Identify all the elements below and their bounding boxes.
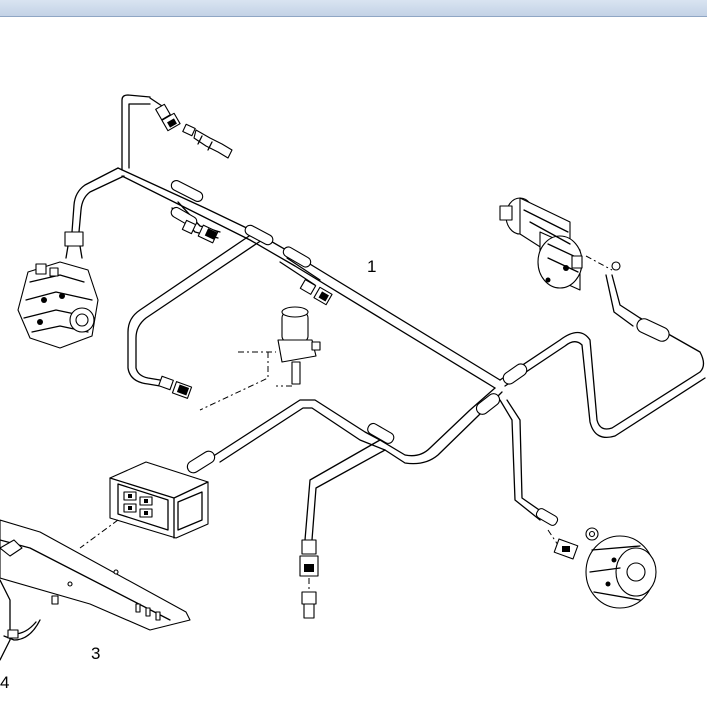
main-harness [71,94,706,541]
pressure-switch [299,539,319,619]
injection-pump [17,231,99,349]
harness-sleeves [170,180,670,474]
callout-1: 1 [367,257,376,276]
window-title-bar [0,0,707,17]
solenoid-valve [199,306,321,411]
callout-3: 3 [91,644,100,663]
callout-4: 4 [0,673,9,692]
alternator [535,508,657,609]
junction-box [79,461,209,549]
middle-connectors [158,219,333,399]
diagram-canvas: 1 3 4 [0,17,707,715]
mounting-bracket [0,519,191,661]
top-sensor-connectors [149,97,233,159]
starter-motor [499,197,621,291]
wiring-harness-diagram: 1 3 4 [0,94,706,692]
